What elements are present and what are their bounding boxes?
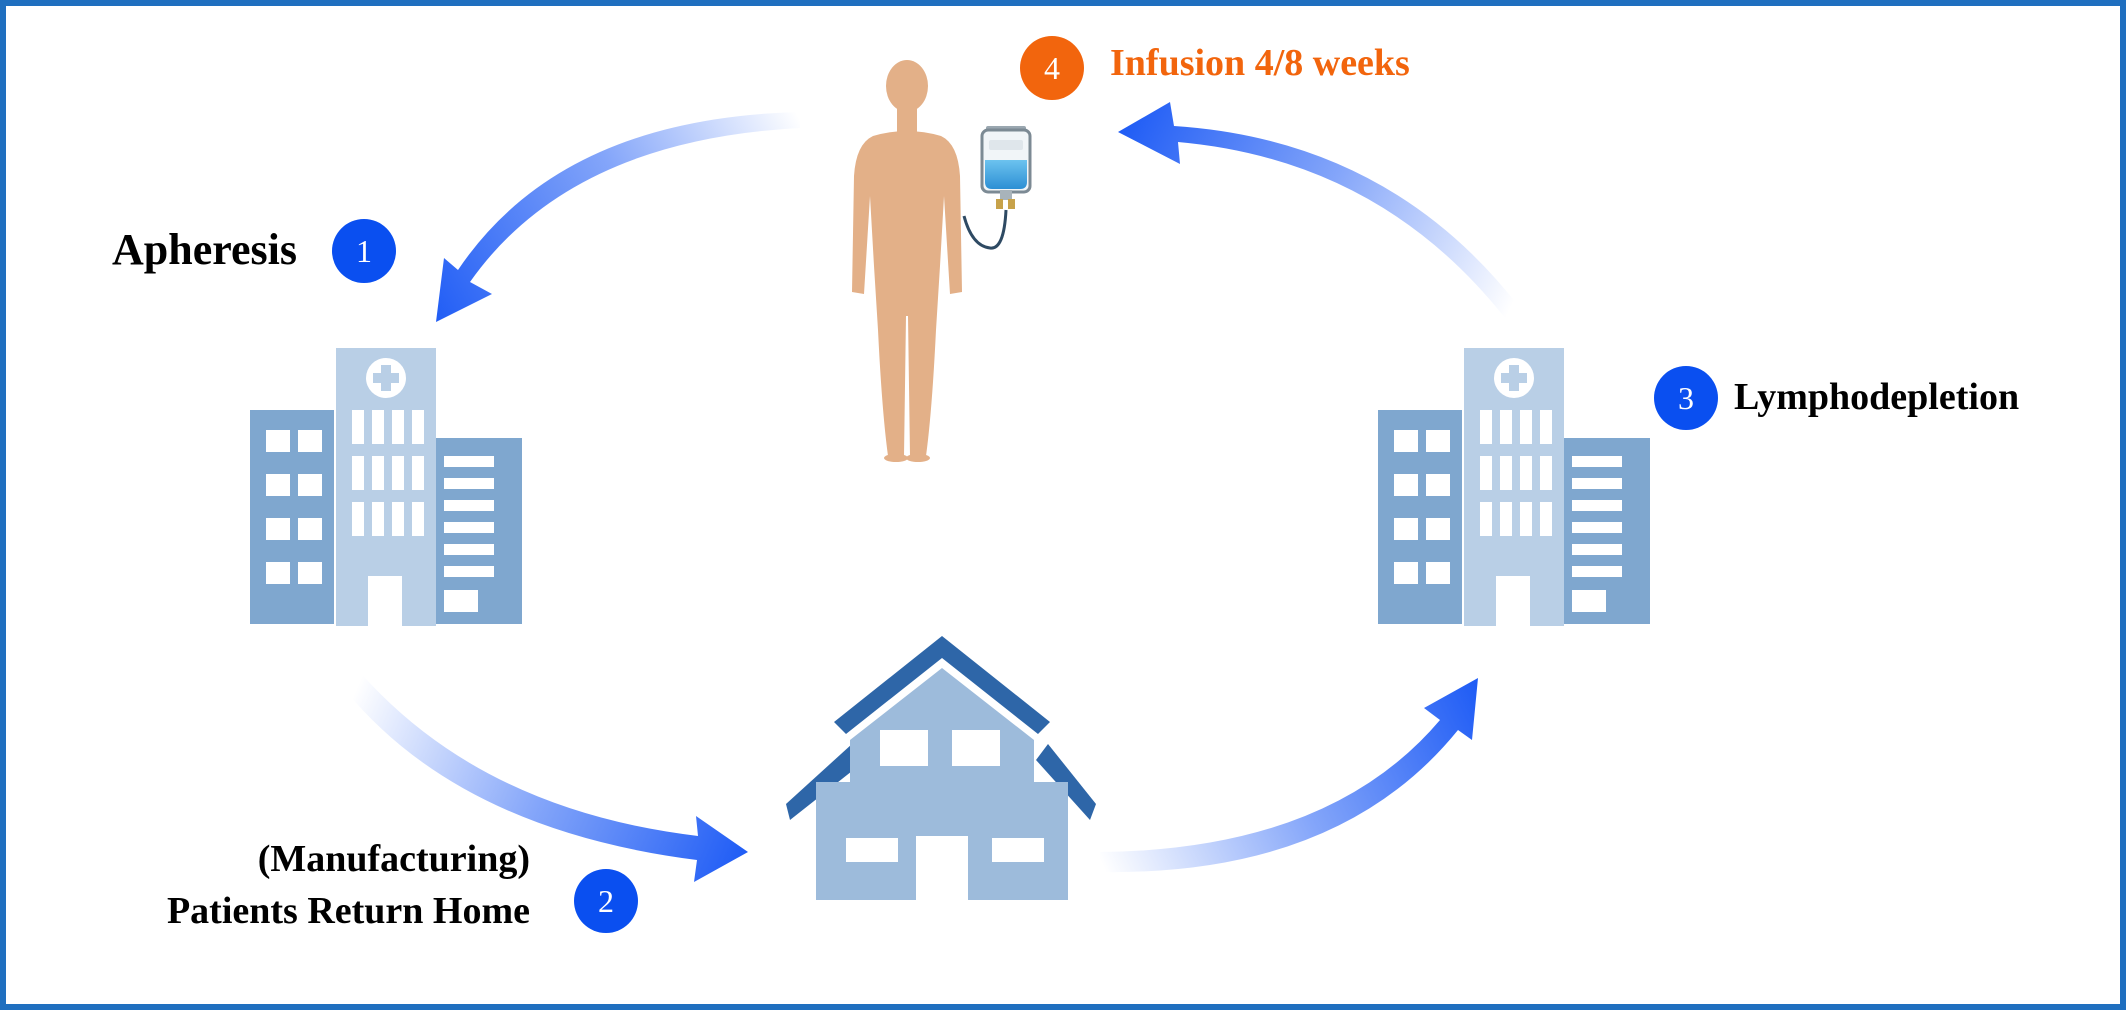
patient-icon xyxy=(852,60,962,462)
arrow-home-to-lymphodepletion xyxy=(1100,678,1478,873)
step-2-label-line2: Patients Return Home xyxy=(166,890,530,932)
step-4-label: Infusion 4/8 weeks xyxy=(1110,42,1410,84)
house-icon xyxy=(786,636,1096,900)
arrow-infusion-to-apheresis xyxy=(436,112,800,322)
step-4-badge: 4 xyxy=(1020,36,1084,100)
step-1-badge: 1 xyxy=(332,219,396,283)
step-2-badge: 2 xyxy=(574,869,638,933)
iv-bag-icon xyxy=(962,126,1032,250)
step-3-label: Lymphodepletion xyxy=(1734,376,2020,418)
arrow-lymphodepletion-to-infusion xyxy=(1118,102,1520,318)
arrow-apheresis-to-home xyxy=(345,670,748,882)
hospital-icon xyxy=(1378,348,1650,626)
step-1-label: Apheresis xyxy=(112,225,297,274)
hospital-icon xyxy=(250,348,522,626)
step-2-label-line1: (Manufacturing) xyxy=(257,838,530,880)
step-3-badge: 3 xyxy=(1654,366,1718,430)
